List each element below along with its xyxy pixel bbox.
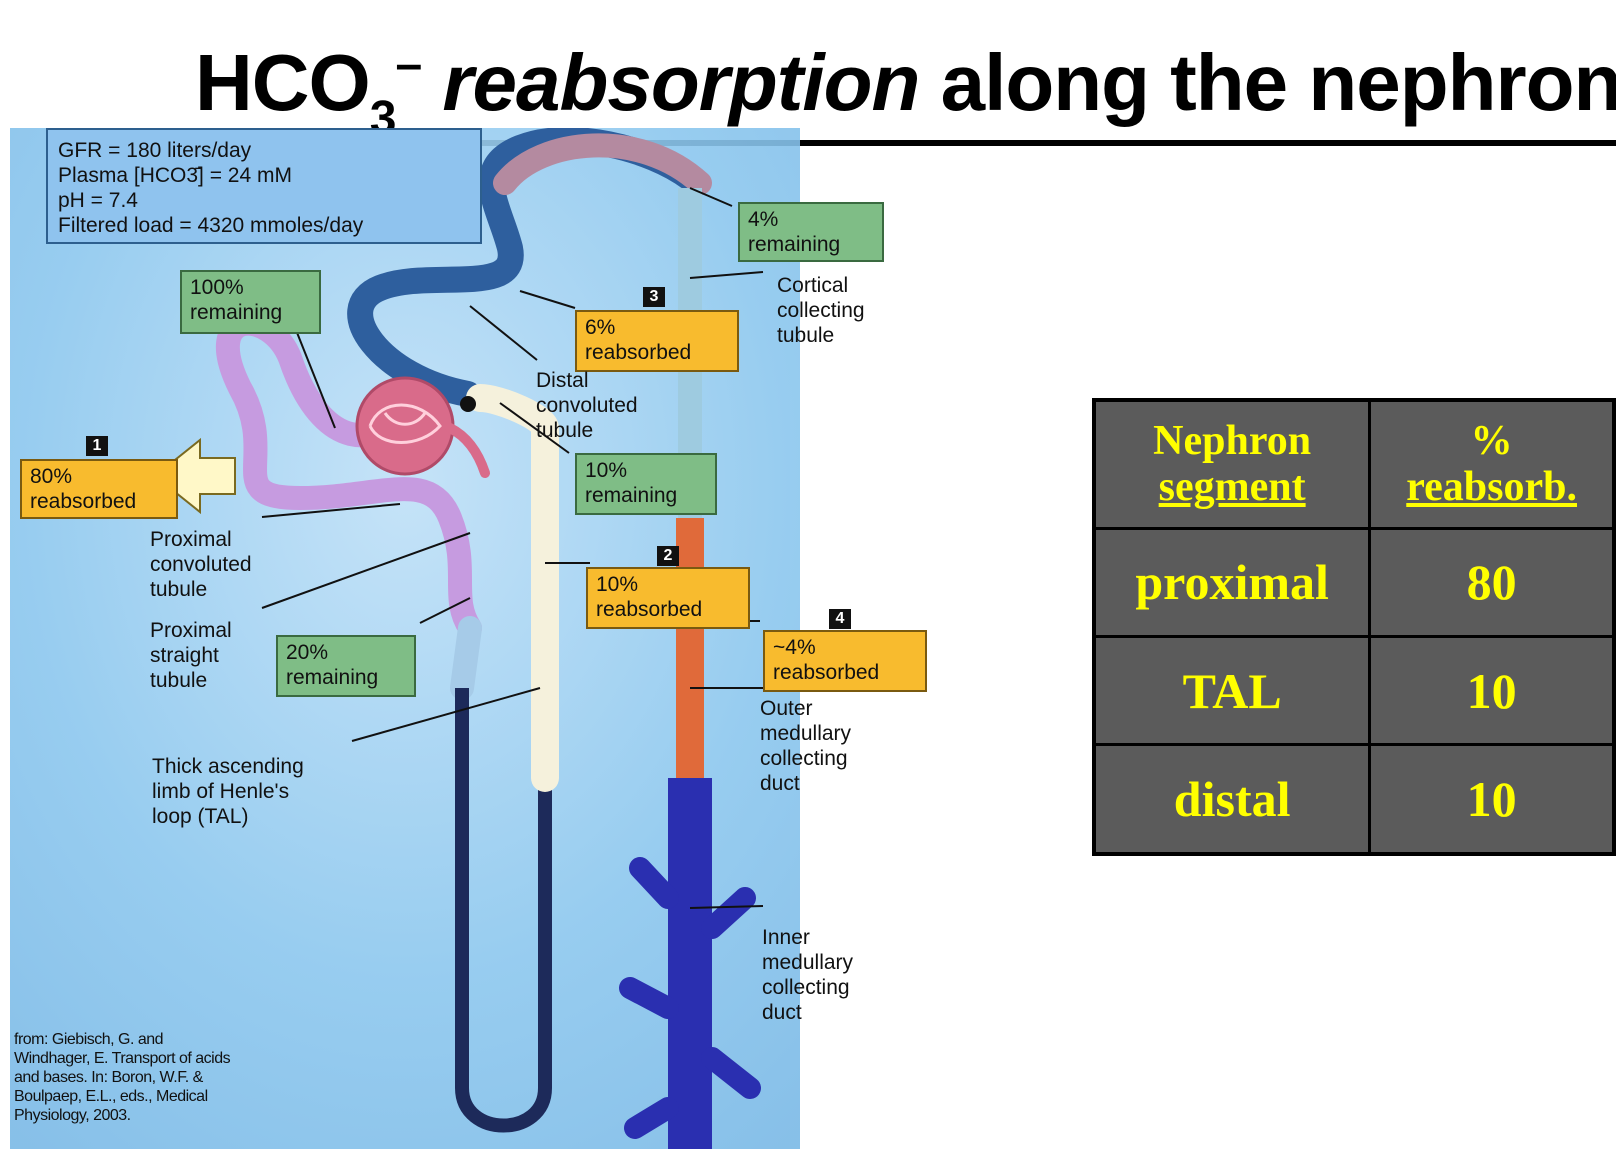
callout-6-reabsorbed: 6% reabsorbed	[575, 310, 739, 372]
callout-10-reabsorbed: 10% reabsorbed	[586, 567, 750, 629]
afferent-arteriole	[445, 423, 490, 478]
step-number-2: 2	[657, 546, 679, 566]
label-cortical-collecting: Cortical collecting tubule	[777, 274, 865, 347]
table-row: distal 10	[1092, 743, 1616, 856]
glomerulus-capillaries	[368, 403, 442, 444]
label-tal: Thick ascending limb of Henle's loop (TA…	[152, 755, 304, 828]
title-prefix: HCO	[195, 38, 371, 127]
table-cell-percent: 80	[1368, 526, 1616, 638]
callout-80-reabsorbed: 80% reabsorbed	[20, 459, 178, 519]
table-cell-segment: distal	[1092, 743, 1372, 856]
slide-title: HCO3– reabsorption along the nephron	[195, 38, 1616, 146]
step-number-4: 4	[829, 609, 851, 629]
table-cell-percent: 10	[1368, 743, 1616, 856]
nephron-diagram	[10, 128, 800, 1149]
title-superscript: –	[395, 38, 422, 91]
proximal-tubule	[215, 311, 482, 640]
step-number-3: 3	[643, 287, 665, 307]
step-number-1: 1	[86, 436, 108, 456]
title-rest: along the nephron	[940, 38, 1616, 127]
reabsorption-table: Nephron segment % reabsorb. proximal 80 …	[1092, 398, 1616, 856]
callout-4-reabsorbed: ~4% reabsorbed	[763, 630, 927, 692]
callout-10-remaining: 10% remaining	[575, 453, 717, 515]
proximal-straight	[450, 616, 482, 700]
table-cell-segment: TAL	[1092, 634, 1372, 747]
table-cell-segment: proximal	[1092, 526, 1372, 638]
label-outer-medullary: Outer medullary collecting duct	[760, 697, 852, 795]
label-proximal-straight: Proximal straight tubule	[150, 619, 232, 692]
callout-20-remaining: 20% remaining	[276, 635, 416, 697]
arrow-6-reabsorbed	[519, 290, 576, 309]
label-inner-medullary: Inner medullary collecting duct	[762, 926, 854, 1024]
table-row: TAL 10	[1092, 634, 1616, 747]
info-filtered-load: Filtered load = 4320 mmoles/day	[58, 214, 364, 237]
callout-4-remaining: 4% remaining	[738, 202, 884, 262]
info-gfr: GFR = 180 liters/day	[58, 139, 252, 162]
imcd-spikes	[619, 857, 761, 1139]
label-proximal-convoluted: Proximal convoluted tubule	[150, 528, 252, 601]
callout-100-remaining: 100% remaining	[180, 270, 321, 334]
info-ph: pH = 7.4	[58, 189, 138, 212]
tal-segment	[466, 384, 559, 792]
macula-densa	[460, 396, 476, 412]
table-row: proximal 80	[1092, 526, 1616, 638]
info-box: GFR = 180 liters/day Plasma [HCO3̄] = 24…	[46, 128, 482, 244]
thin-loop	[455, 688, 552, 1133]
table-cell-percent: 10	[1368, 634, 1616, 747]
table-header-row: Nephron segment % reabsorb.	[1092, 398, 1616, 530]
distal-tubule-top	[493, 133, 712, 195]
title-italic: reabsorption	[442, 38, 920, 127]
label-distal-convoluted: Distal convoluted tubule	[536, 369, 638, 442]
table-header-percent: % reabsorb.	[1368, 398, 1616, 530]
table-header-segment: Nephron segment	[1092, 398, 1372, 530]
citation: from: Giebisch, G. and Windhager, E. Tra…	[14, 1031, 231, 1124]
info-plasma: Plasma [HCO3̄] = 24 mM	[58, 164, 292, 187]
